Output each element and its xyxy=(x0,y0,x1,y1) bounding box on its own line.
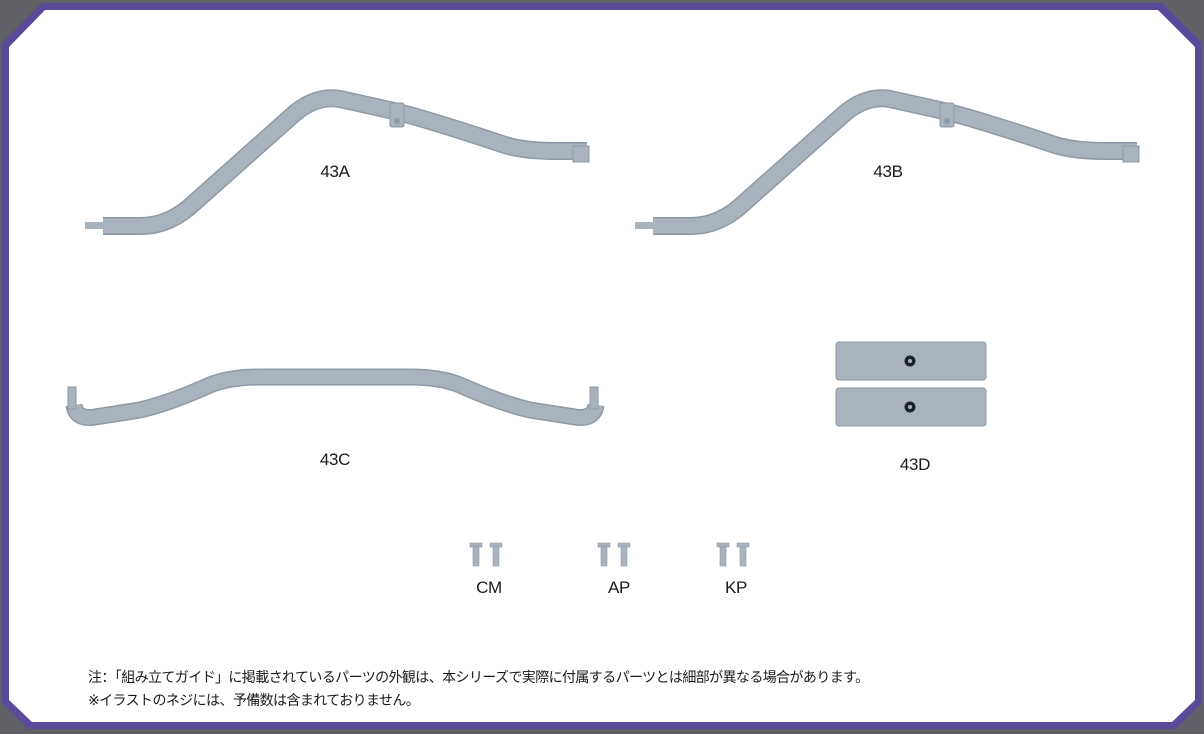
part-43c-label: 43C xyxy=(319,450,351,469)
note-line-2: ※イラストのネジには、予備数は含まれておりません。 xyxy=(88,693,420,709)
note-line-1: 注：「組み立てガイド」に掲載されているパーツの外観は、本シリーズで実際に付属する… xyxy=(88,670,869,686)
screw-cm-label: CM xyxy=(476,578,502,597)
screw-kp-label: KP xyxy=(724,578,748,597)
part-43b-label: 43B xyxy=(873,162,903,181)
screw-ap-illustration xyxy=(597,542,631,567)
screw-cm-illustration xyxy=(469,542,503,567)
part-43d-illustration xyxy=(835,341,987,427)
part-43a-label: 43A xyxy=(320,162,350,181)
part-43b-illustration xyxy=(635,89,1140,235)
panel-background xyxy=(9,10,1195,722)
screw-ap-label: AP xyxy=(607,578,631,597)
part-43c-illustration xyxy=(65,368,605,426)
screw-kp-illustration xyxy=(716,542,750,567)
part-43a-illustration xyxy=(85,89,590,235)
part-43d-label: 43D xyxy=(899,455,931,474)
